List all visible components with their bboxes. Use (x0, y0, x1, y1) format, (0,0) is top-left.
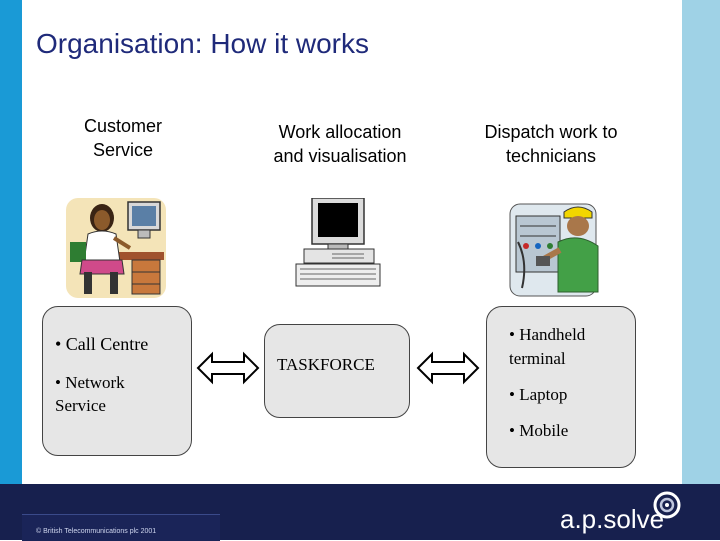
double-arrow-icon (416, 350, 480, 386)
list-item-mobile: • Mobile (509, 419, 568, 442)
box-taskforce: TASKFORCE (264, 324, 410, 418)
brand-logo-icon (652, 490, 682, 520)
heading-line: technicians (460, 144, 642, 168)
technician-icon (508, 202, 600, 298)
taskforce-label: TASKFORCE (277, 353, 375, 376)
box-dispatch: • Handheld terminal • Laptop • Mobile (486, 306, 636, 468)
slide-title: Organisation: How it works (36, 28, 369, 60)
call-centre-agent-icon (66, 198, 166, 298)
left-accent-bar (0, 0, 22, 540)
box-customer-service: • Call Centre • Network Service (42, 306, 192, 456)
heading-customer-service: Customer Service (62, 114, 184, 162)
list-item-laptop: • Laptop (509, 383, 567, 406)
heading-line: Work allocation (250, 120, 430, 144)
double-arrow-icon (196, 350, 260, 386)
heading-line: Customer (62, 114, 184, 138)
copyright-text: © British Telecommunications plc 2001 (36, 528, 156, 535)
brand-wordmark: a.p.solve (560, 504, 664, 535)
list-item-terminal: terminal (509, 347, 566, 370)
heading-line: Service (62, 138, 184, 162)
list-item-call-centre: • Call Centre (55, 333, 148, 356)
heading-work-allocation: Work allocation and visualisation (250, 120, 430, 168)
list-item-service: Service (55, 394, 106, 417)
heading-dispatch: Dispatch work to technicians (460, 120, 642, 168)
right-accent-bar (682, 0, 720, 490)
heading-line: and visualisation (250, 144, 430, 168)
list-item-network: • Network (55, 371, 125, 394)
heading-line: Dispatch work to (460, 120, 642, 144)
computer-icon (292, 198, 384, 290)
list-item-handheld: • Handheld (509, 323, 585, 346)
